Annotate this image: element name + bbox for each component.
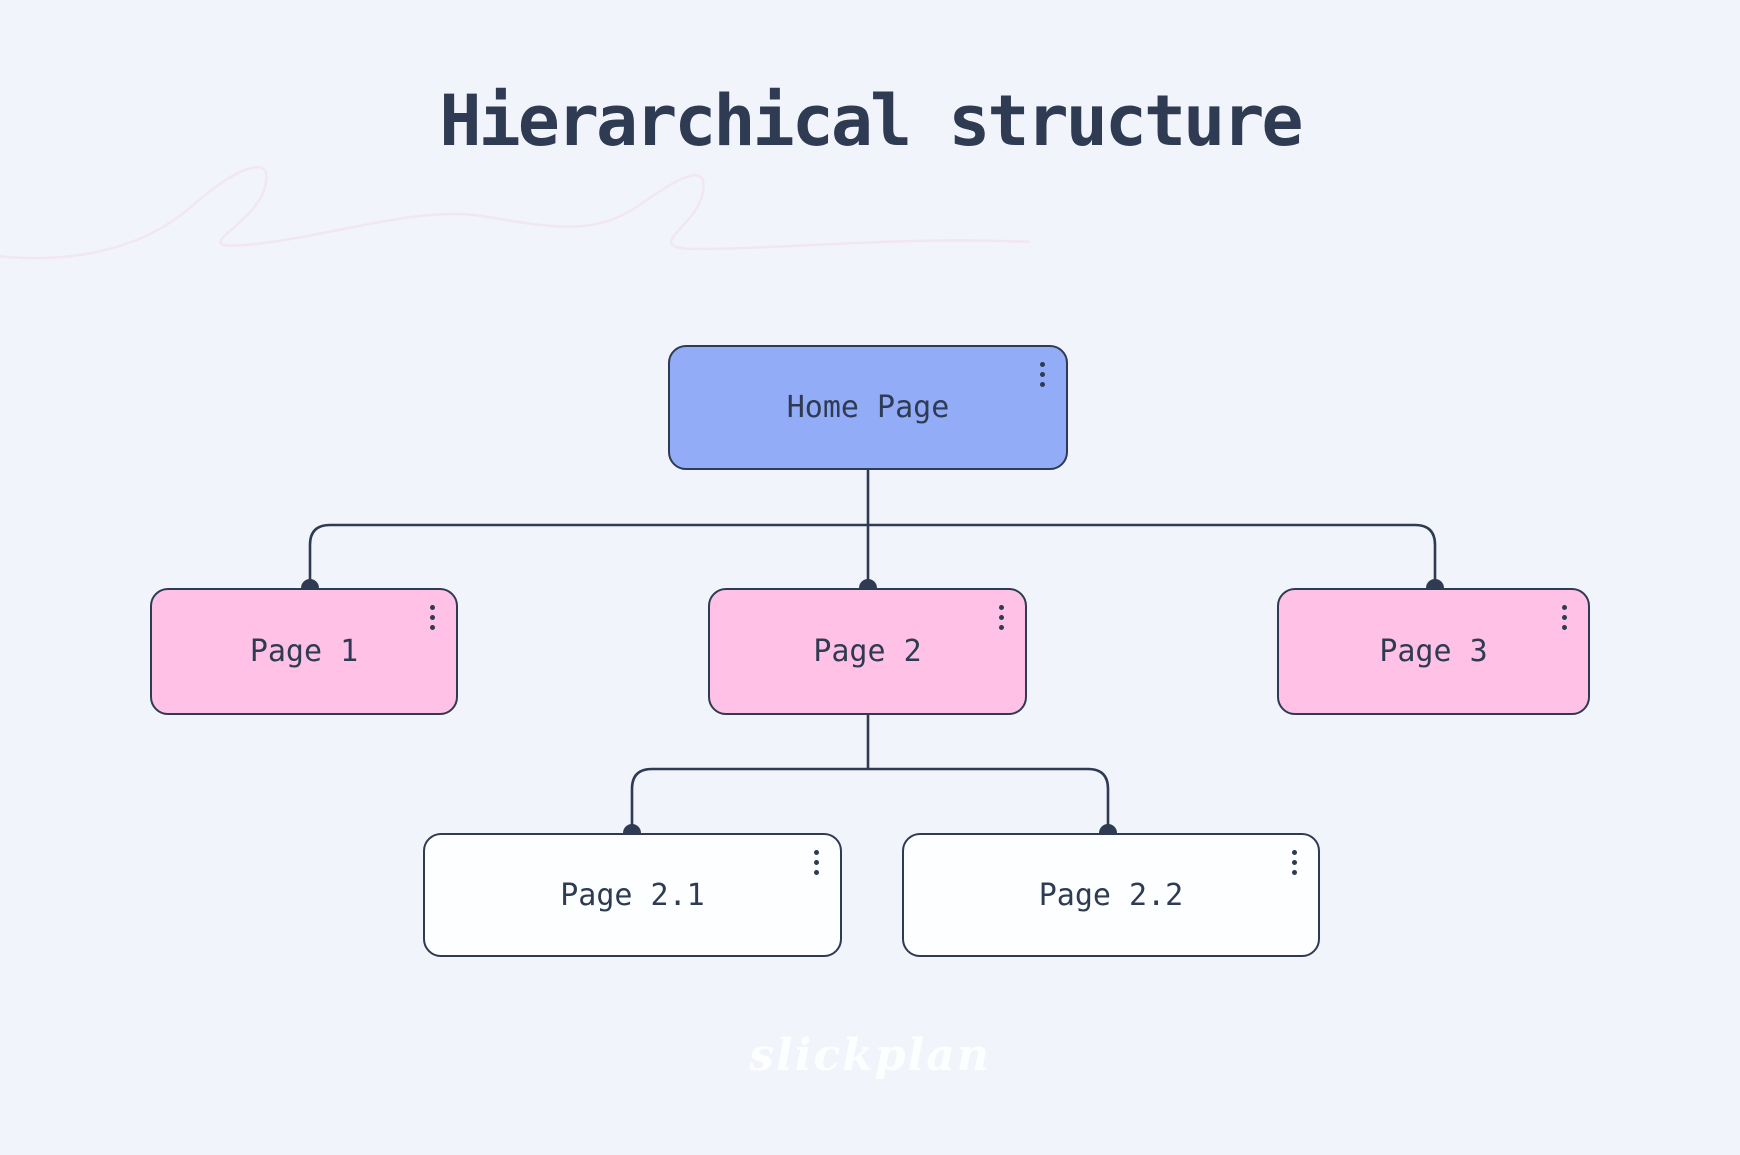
page-title: Hierarchical structure [439, 80, 1303, 162]
node-label: Home Page [786, 390, 950, 425]
kebab-menu-icon[interactable] [997, 603, 1006, 632]
kebab-menu-icon[interactable] [1038, 360, 1047, 389]
node-label: Page 2.2 [1038, 877, 1184, 913]
node-label: Page 1 [249, 634, 359, 669]
node-page-3[interactable]: Page 3 [1277, 588, 1590, 715]
node-home-page[interactable]: Home Page [668, 345, 1068, 470]
connector-tier2-rail [630, 767, 1110, 833]
connector-tier1-rail [308, 523, 1437, 588]
node-label: Page 3 [1379, 634, 1488, 669]
node-page-2[interactable]: Page 2 [708, 588, 1027, 715]
node-label: Page 2.1 [560, 877, 705, 913]
kebab-menu-icon[interactable] [1290, 848, 1299, 877]
kebab-menu-icon[interactable] [812, 848, 821, 877]
node-label: Page 2 [813, 634, 922, 669]
node-page-2-2[interactable]: Page 2.2 [902, 833, 1320, 957]
node-page-2-1[interactable]: Page 2.1 [423, 833, 842, 957]
slickplan-logo: slickplan [749, 1030, 991, 1081]
kebab-menu-icon[interactable] [428, 603, 437, 632]
kebab-menu-icon[interactable] [1560, 603, 1569, 632]
node-page-1[interactable]: Page 1 [150, 588, 458, 715]
